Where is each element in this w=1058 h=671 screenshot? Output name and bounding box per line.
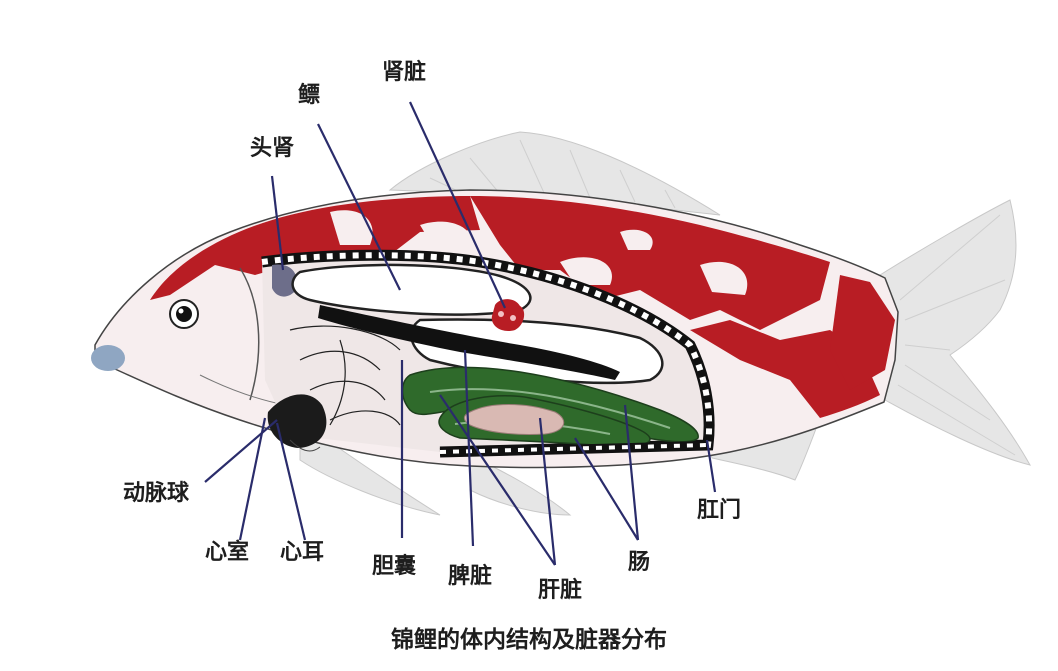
white-patches <box>330 210 748 295</box>
leader-swim-bladder <box>317 123 401 291</box>
label-swim-bladder: 鳔 <box>298 83 321 108</box>
label-atrium: 心耳 <box>280 540 325 565</box>
label-anus: 肛门 <box>697 498 742 523</box>
leader-kidney <box>409 101 506 309</box>
leader-intestine-2 <box>623 404 640 541</box>
leader-head-kidney <box>270 175 285 271</box>
label-kidney: 肾脏 <box>382 60 427 85</box>
heart-organ <box>267 394 327 448</box>
leader-liver-1 <box>439 394 556 566</box>
label-gallbladder: 胆囊 <box>372 554 417 579</box>
label-head-kidney: 头肾 <box>250 136 295 161</box>
leader-anus <box>705 439 717 493</box>
leader-ventricle <box>238 417 267 541</box>
label-liver: 肝脏 <box>538 578 583 603</box>
head-kidney-organ <box>272 264 297 297</box>
leader-atrium <box>275 422 307 541</box>
diagram-caption: 锦鲤的体内结构及脏器分布 <box>391 627 667 653</box>
leader-bulbus <box>204 419 278 483</box>
mesentery <box>289 325 401 426</box>
red-pattern <box>150 196 895 418</box>
leader-lines <box>204 101 717 566</box>
label-spleen: 脾脏 <box>448 564 493 589</box>
snout <box>91 345 125 371</box>
leader-intestine-1 <box>574 437 639 541</box>
pectoral-fin <box>299 419 441 516</box>
tail-fin <box>879 199 1031 466</box>
label-bulbus-arteriosus: 动脉球 <box>123 481 190 506</box>
label-intestine: 肠 <box>628 550 651 575</box>
kidney-organ <box>491 299 525 332</box>
liver-organ <box>463 404 565 435</box>
label-ventricle: 心室 <box>205 540 250 565</box>
pelvic-fin <box>469 454 572 516</box>
leader-spleen <box>463 349 475 547</box>
leader-liver-2 <box>538 417 557 566</box>
